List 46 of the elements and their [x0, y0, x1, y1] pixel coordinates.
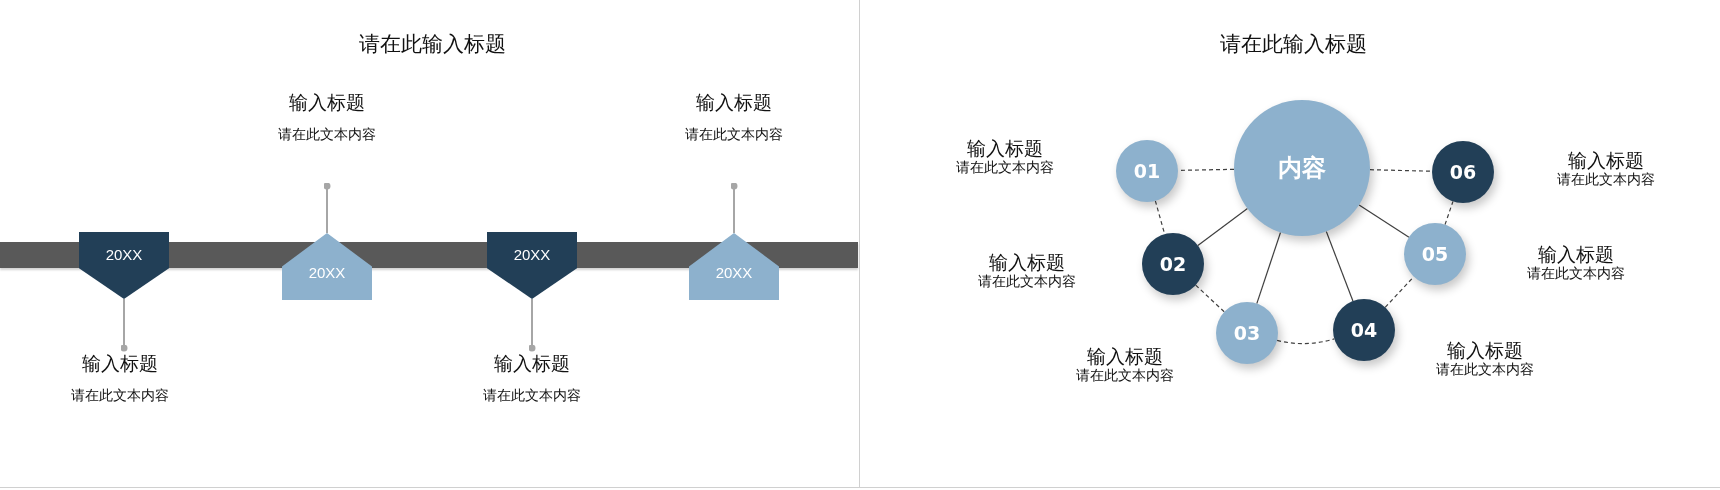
number-circle: 05: [1404, 223, 1466, 285]
item-title: 输入标题: [696, 90, 772, 114]
item-title: 输入标题: [1087, 346, 1163, 366]
item-title: 输入标题: [494, 351, 570, 375]
connector-line: [1384, 276, 1415, 308]
item-title: 输入标题: [82, 351, 158, 375]
leader-line: [323, 182, 331, 234]
item-description: 请在此文本内容: [685, 125, 783, 144]
item-description: 请在此文本内容: [978, 272, 1076, 290]
connector-line: [1325, 230, 1354, 302]
item-description: 请在此文本内容: [1076, 366, 1174, 384]
item-title: 输入标题: [1447, 340, 1523, 360]
connector-line: [1369, 169, 1433, 172]
connector-line: [1358, 204, 1410, 238]
item-description: 请在此文本内容: [1527, 264, 1625, 282]
item-description: 请在此文本内容: [483, 386, 581, 405]
leader-line: [120, 298, 128, 352]
item-title: 输入标题: [289, 90, 365, 114]
item-description: 请在此文本内容: [1436, 360, 1534, 378]
number-circle: 03: [1216, 302, 1278, 364]
year-marker: 20XX: [79, 232, 169, 299]
number-circle: 04: [1333, 299, 1395, 361]
number-circle: 01: [1116, 140, 1178, 202]
item-title: 输入标题: [989, 252, 1065, 272]
connector-line: [1197, 208, 1249, 247]
item-title: 输入标题: [1568, 150, 1644, 170]
item-description: 请在此文本内容: [278, 125, 376, 144]
slide-title: 请在此输入标题: [1219, 31, 1367, 58]
year-marker: 20XX: [487, 232, 577, 299]
leader-line: [528, 298, 536, 352]
number-circle: 02: [1142, 233, 1204, 295]
item-description: 请在此文本内容: [956, 158, 1054, 176]
connector-line: [1154, 200, 1166, 235]
connector-line: [1444, 200, 1454, 226]
slide-panel: [0, 0, 860, 488]
leader-line: [730, 182, 738, 234]
connector-line: [1256, 231, 1282, 305]
number-circle: 06: [1432, 141, 1494, 203]
item-title: 输入标题: [1538, 244, 1614, 264]
slide-title: 请在此输入标题: [358, 31, 506, 58]
connector-line: [1195, 284, 1225, 313]
connector-line: [1276, 338, 1335, 345]
center-circle: 内容: [1234, 100, 1370, 236]
item-title: 输入标题: [967, 138, 1043, 158]
item-description: 请在此文本内容: [1557, 170, 1655, 188]
item-description: 请在此文本内容: [71, 386, 169, 405]
